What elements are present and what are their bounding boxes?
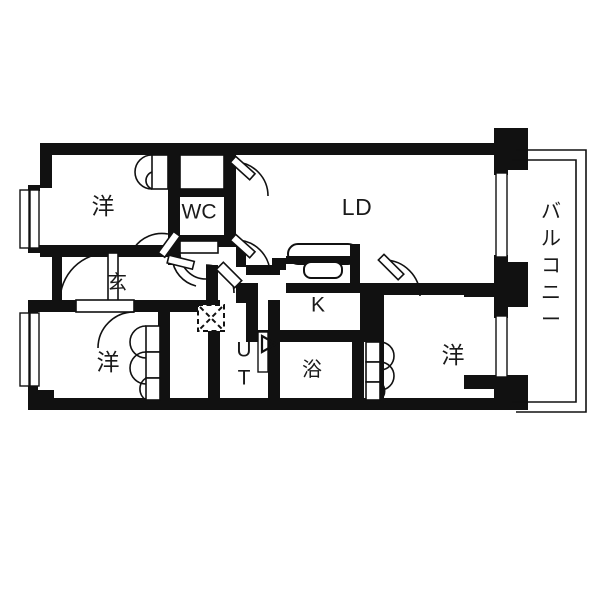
- washing-machine-space-fixture: [197, 304, 225, 332]
- room-labels: 洋 LD WC 玄 K 洋 U T 浴 洋: [92, 193, 465, 390]
- wall-ut-right: [268, 300, 280, 400]
- wall-entrance-left: [52, 253, 62, 301]
- door-bedroom-bottom-left: [75, 299, 135, 349]
- wall-corridor-right-a: [236, 245, 246, 267]
- door-bath-sliding: [260, 334, 279, 354]
- wall-corridor-right-b: [236, 283, 246, 303]
- wall-right-bedroom-top-thick: [464, 283, 508, 297]
- label-bedroom-bottom-left: 洋: [97, 349, 120, 375]
- window-bedroom-top-left: [19, 189, 40, 249]
- kitchen-sink-fixture: [303, 261, 343, 279]
- wall-ut-upper-left: [206, 265, 218, 305]
- wall-right-bedroom-upper: [494, 296, 508, 318]
- balcony-char-1: ル: [541, 228, 561, 250]
- door-utility: [205, 261, 243, 294]
- label-utility-t: T: [238, 367, 251, 390]
- balcony-outline: [512, 149, 587, 413]
- window-living-dining-balcony: [495, 172, 508, 258]
- wall-kitchen-left: [246, 283, 258, 333]
- label-kitchen: K: [311, 294, 325, 317]
- window-bedroom-right-balcony: [495, 315, 508, 378]
- balcony-char-4: ー: [541, 309, 561, 331]
- wall-bedroom-bl-right: [158, 300, 170, 410]
- wall-hall-kitchen-stub: [246, 265, 280, 275]
- wall-right-ld-upper: [494, 155, 508, 175]
- wall-bottom-exterior: [28, 398, 508, 410]
- closet-door-bedroom-top-left: [134, 154, 225, 190]
- label-bath: 浴: [302, 358, 322, 381]
- label-balcony: バ ル コ ニ ー: [541, 201, 561, 331]
- kitchen-counter-side: [350, 244, 360, 284]
- wall-bottom-left-jog: [38, 390, 54, 410]
- door-bedroom-top-left: [133, 230, 182, 259]
- wall-right-bedroom-bottom-thick: [464, 375, 508, 389]
- label-bedroom-top-left: 洋: [92, 193, 115, 219]
- label-utility-u: U: [236, 339, 251, 362]
- wall-right-jog: [508, 295, 528, 307]
- balcony-char-2: コ: [541, 255, 561, 277]
- wall-bath-top: [268, 330, 372, 342]
- wall-bedroom-tl-bottom: [40, 245, 180, 257]
- door-ld-corridor-upper: [229, 155, 269, 197]
- wall-left-upper: [40, 143, 52, 188]
- door-wc: [179, 240, 219, 280]
- label-entrance: 玄: [107, 271, 127, 294]
- closet-door-bedroom-bottom-left: [129, 325, 161, 401]
- closet-door-bedroom-right: [365, 341, 395, 401]
- kitchen-counter-edge: [286, 256, 358, 264]
- label-living-dining: LD: [342, 194, 372, 220]
- label-bedroom-right: 洋: [442, 342, 465, 368]
- wall-wc-right: [224, 185, 236, 247]
- door-kitchen: [166, 254, 197, 287]
- doors: [59, 154, 421, 401]
- fixtures: [197, 243, 360, 332]
- wall-kitchen-right: [360, 283, 372, 342]
- label-toilet: WC: [182, 201, 217, 224]
- door-ld-corridor-lower: [229, 233, 271, 275]
- wall-top-exterior: [40, 143, 508, 155]
- balcony-char-0: バ: [541, 201, 561, 223]
- balcony-char-3: ニ: [541, 282, 561, 304]
- door-bedroom-right: [377, 253, 421, 297]
- window-bedroom-bottom-left: [19, 312, 40, 387]
- wall-kitchen-top: [286, 283, 372, 293]
- interior-walls: [158, 155, 508, 410]
- wall-counter-end: [272, 258, 286, 270]
- wall-bath-right: [352, 330, 364, 400]
- wall-right-bedroom-top: [372, 283, 494, 295]
